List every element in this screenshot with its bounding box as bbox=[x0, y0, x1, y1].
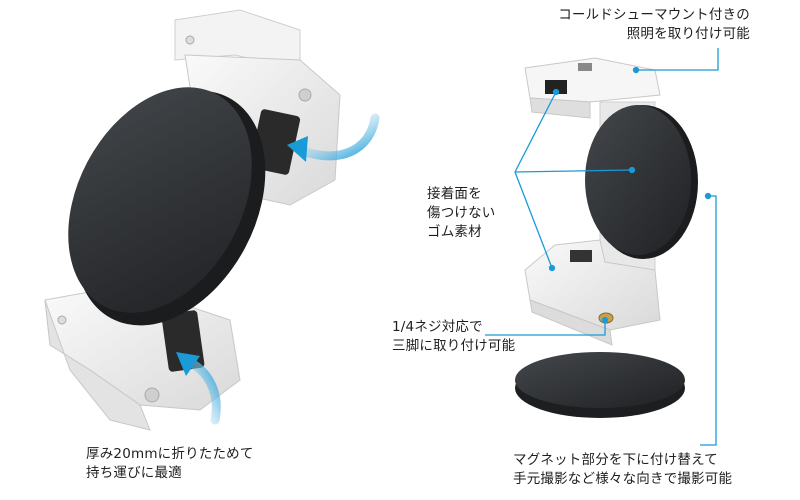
caption-cold-shoe-line-1: コールドシューマウント付きの bbox=[558, 7, 750, 23]
folded-mount bbox=[44, 9, 380, 431]
caption-rubber-line-2: 傷つけない bbox=[427, 205, 496, 221]
callout-cold-shoe bbox=[636, 48, 719, 71]
callout-rubber-1 bbox=[514, 91, 557, 173]
callout-lines bbox=[485, 48, 719, 446]
caption-rubber: 接着面を 傷つけない ゴム素材 bbox=[427, 185, 496, 242]
caption-cold-shoe: コールドシューマウント付きの 照明を取り付け可能 bbox=[558, 6, 750, 44]
caption-thickness: 厚み20mmに折りたためて 持ち運びに最適 bbox=[86, 445, 254, 483]
callout-rubber-3 bbox=[514, 171, 553, 269]
unfolded-mount bbox=[515, 57, 698, 418]
fold-arrow-top bbox=[295, 113, 380, 161]
caption-magnet-line-1: マグネット部分を下に付け替えて bbox=[513, 452, 718, 468]
caption-tripod-line-1: 1/4ネジ対応で bbox=[392, 319, 483, 335]
magnet-disc bbox=[68, 87, 266, 326]
callout-rubber-2 bbox=[514, 169, 633, 173]
caption-cold-shoe-line-2: 照明を取り付け可能 bbox=[626, 26, 750, 42]
caption-tripod-line-2: 三脚に取り付け可能 bbox=[392, 338, 516, 354]
callout-tripod bbox=[485, 320, 606, 336]
rubber-disc bbox=[585, 105, 698, 259]
callout-magnet bbox=[700, 195, 717, 446]
caption-magnet-line-2: 手元撮影など様々な向きで撮影可能 bbox=[513, 471, 733, 487]
caption-thickness-line-1: 厚み20mmに折りたためて bbox=[86, 446, 254, 462]
detached-magnet-disc bbox=[515, 352, 685, 418]
caption-thickness-line-2: 持ち運びに最適 bbox=[86, 465, 182, 481]
caption-tripod: 1/4ネジ対応で 三脚に取り付け可能 bbox=[392, 318, 515, 356]
tripod-bracket bbox=[524, 239, 661, 346]
caption-magnet: マグネット部分を下に付け替えて 手元撮影など様々な向きで撮影可能 bbox=[513, 451, 732, 489]
caption-rubber-line-1: 接着面を bbox=[427, 186, 482, 202]
caption-rubber-line-3: ゴム素材 bbox=[427, 224, 482, 240]
